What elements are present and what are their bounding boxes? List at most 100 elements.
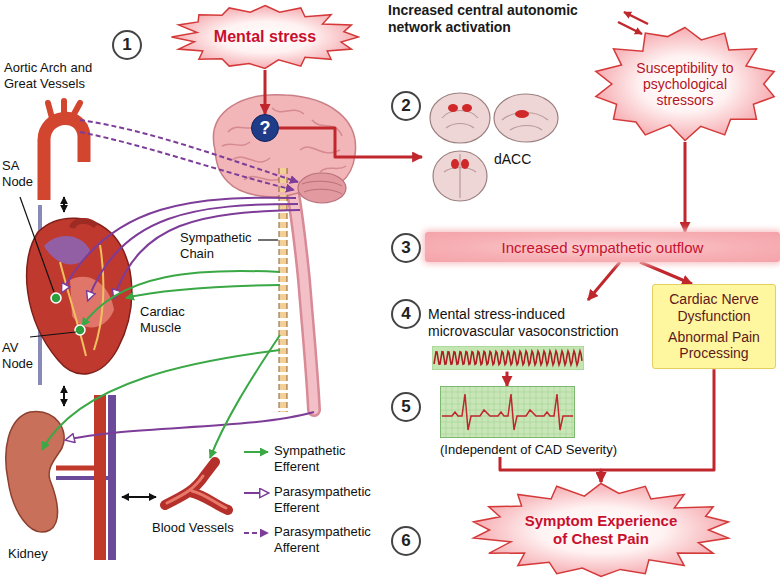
outflow-band: Increased sympathetic outflow bbox=[425, 232, 780, 262]
double-arrow bbox=[63, 386, 65, 406]
spinal-cord-outline bbox=[292, 186, 314, 410]
ecg-line bbox=[442, 394, 573, 430]
vessel-highlight bbox=[167, 476, 226, 508]
sympathetic-efferent bbox=[42, 350, 280, 450]
callout-number: 2 bbox=[391, 91, 421, 121]
node-text: (Independent of CAD Severity) bbox=[440, 442, 640, 457]
part-label: Aortic Arch and Great Vessels bbox=[4, 60, 124, 91]
feedback-arrow bbox=[624, 12, 648, 24]
flow-arrow bbox=[264, 70, 267, 114]
callout-number: 3 bbox=[391, 233, 421, 263]
starburst-node: Susceptibility to psychological stressor… bbox=[592, 26, 778, 142]
great-vessels bbox=[48, 101, 80, 118]
wave-strip bbox=[432, 346, 584, 370]
double-arrow bbox=[63, 197, 65, 212]
callout-number: 1 bbox=[112, 30, 142, 60]
cerebellum-folds bbox=[302, 181, 342, 194]
node-text: Abnormal Pain Processing bbox=[659, 329, 769, 363]
legend-text: Parasympathetic Afferent bbox=[274, 524, 374, 555]
spinal-cord-body bbox=[292, 186, 314, 410]
activation-spot bbox=[448, 104, 458, 112]
node-text: Increased sympathetic outflow bbox=[502, 239, 704, 256]
slice-detail bbox=[442, 111, 478, 129]
leader-line bbox=[20, 197, 54, 292]
sympathetic-efferent bbox=[210, 335, 280, 458]
activation-spot bbox=[515, 110, 529, 118]
legend-sample bbox=[244, 532, 268, 534]
node-text: ? bbox=[260, 119, 271, 137]
vena-cava-abdominal bbox=[108, 395, 116, 560]
ecg-grid bbox=[441, 387, 574, 437]
node-text: Symptom Experience of Chest Pain bbox=[521, 512, 681, 548]
parasympathetic-efferent bbox=[66, 412, 314, 440]
legend-text: Sympathetic Efferent bbox=[274, 443, 374, 474]
parasympathetic-afferent bbox=[80, 120, 298, 182]
sa-node-dot bbox=[51, 293, 61, 303]
node-text: Susceptibility to psychological stressor… bbox=[628, 60, 742, 108]
flow-arrow bbox=[279, 128, 422, 157]
brain-slices-node: dACC bbox=[422, 88, 562, 204]
aorta bbox=[44, 118, 84, 200]
ecg-node: (Independent of CAD Severity) bbox=[440, 386, 640, 457]
starburst-outline bbox=[172, 6, 359, 69]
activation-spot bbox=[461, 159, 469, 169]
starburst-outline bbox=[474, 484, 729, 577]
feedback-arrow bbox=[618, 22, 642, 34]
node-text: Mental stress bbox=[195, 28, 335, 46]
node-text: Mental stress-induced microvascular vaso… bbox=[428, 306, 650, 340]
slice-detail bbox=[444, 154, 476, 198]
legend-sample bbox=[244, 492, 268, 494]
leader-line bbox=[258, 239, 278, 240]
part-label: SA Node bbox=[2, 158, 42, 189]
brain-slices bbox=[422, 88, 562, 204]
question-circle: ? bbox=[251, 114, 279, 142]
av-node-dot bbox=[75, 325, 85, 335]
legend-text: Parasympathetic Efferent bbox=[274, 484, 374, 515]
callout-number: 4 bbox=[391, 299, 421, 329]
starburst-outline bbox=[596, 28, 774, 141]
process-box: Cardiac Nerve DysfunctionAbnormal Pain P… bbox=[652, 284, 776, 369]
vasoconstriction-wave bbox=[432, 346, 584, 370]
part-label: Blood Vessels bbox=[152, 520, 234, 536]
legend-sample bbox=[244, 451, 268, 453]
flow-arrow bbox=[601, 369, 714, 482]
network-heading: Increased central autonomic network acti… bbox=[388, 2, 603, 36]
starburst-node: Mental stress bbox=[170, 4, 360, 70]
sagittal-slice bbox=[494, 94, 558, 142]
part-label: Sympathetic Chain bbox=[180, 230, 262, 261]
flow-arrow bbox=[640, 262, 692, 284]
aortic-arch bbox=[44, 101, 84, 200]
blood-vessels-illustration bbox=[165, 462, 228, 510]
starburst-node: Symptom Experience of Chest Pain bbox=[470, 482, 732, 578]
flow-arrow bbox=[588, 262, 620, 300]
heart-vessel bbox=[72, 221, 96, 228]
part-label: Cardiac Muscle bbox=[140, 304, 202, 335]
callout-number: 5 bbox=[391, 392, 421, 422]
ecg-trace bbox=[440, 386, 575, 438]
node-text: Cardiac Nerve Dysfunction bbox=[659, 291, 769, 325]
spinal-cord bbox=[292, 186, 314, 410]
sympathetic-efferent bbox=[126, 285, 280, 298]
flow-arrow bbox=[500, 457, 601, 482]
activation-spot bbox=[451, 159, 459, 169]
leader-line bbox=[30, 332, 76, 337]
wave-trace bbox=[434, 351, 582, 365]
kidney-illustration bbox=[6, 395, 116, 560]
activation-spot bbox=[462, 104, 472, 112]
part-label: Kidney bbox=[8, 546, 48, 562]
axial-slice bbox=[433, 151, 487, 201]
node-text: dACC bbox=[494, 151, 531, 167]
cerebellum bbox=[298, 173, 346, 203]
aorta-abdominal bbox=[94, 395, 106, 560]
parasympathetic-efferent bbox=[114, 210, 300, 298]
nerve-pathways bbox=[42, 120, 314, 458]
part-label: AV Node bbox=[2, 340, 42, 371]
flow-arrow bbox=[506, 372, 509, 386]
ecg-paper bbox=[441, 387, 575, 438]
renal-artery bbox=[56, 466, 98, 471]
vessel-tubes bbox=[165, 462, 228, 510]
callout-number: 6 bbox=[391, 526, 421, 556]
vasoconstriction-node: Mental stress-induced microvascular vaso… bbox=[428, 300, 650, 372]
double-arrow bbox=[122, 496, 156, 498]
coronal-slice bbox=[430, 93, 490, 143]
